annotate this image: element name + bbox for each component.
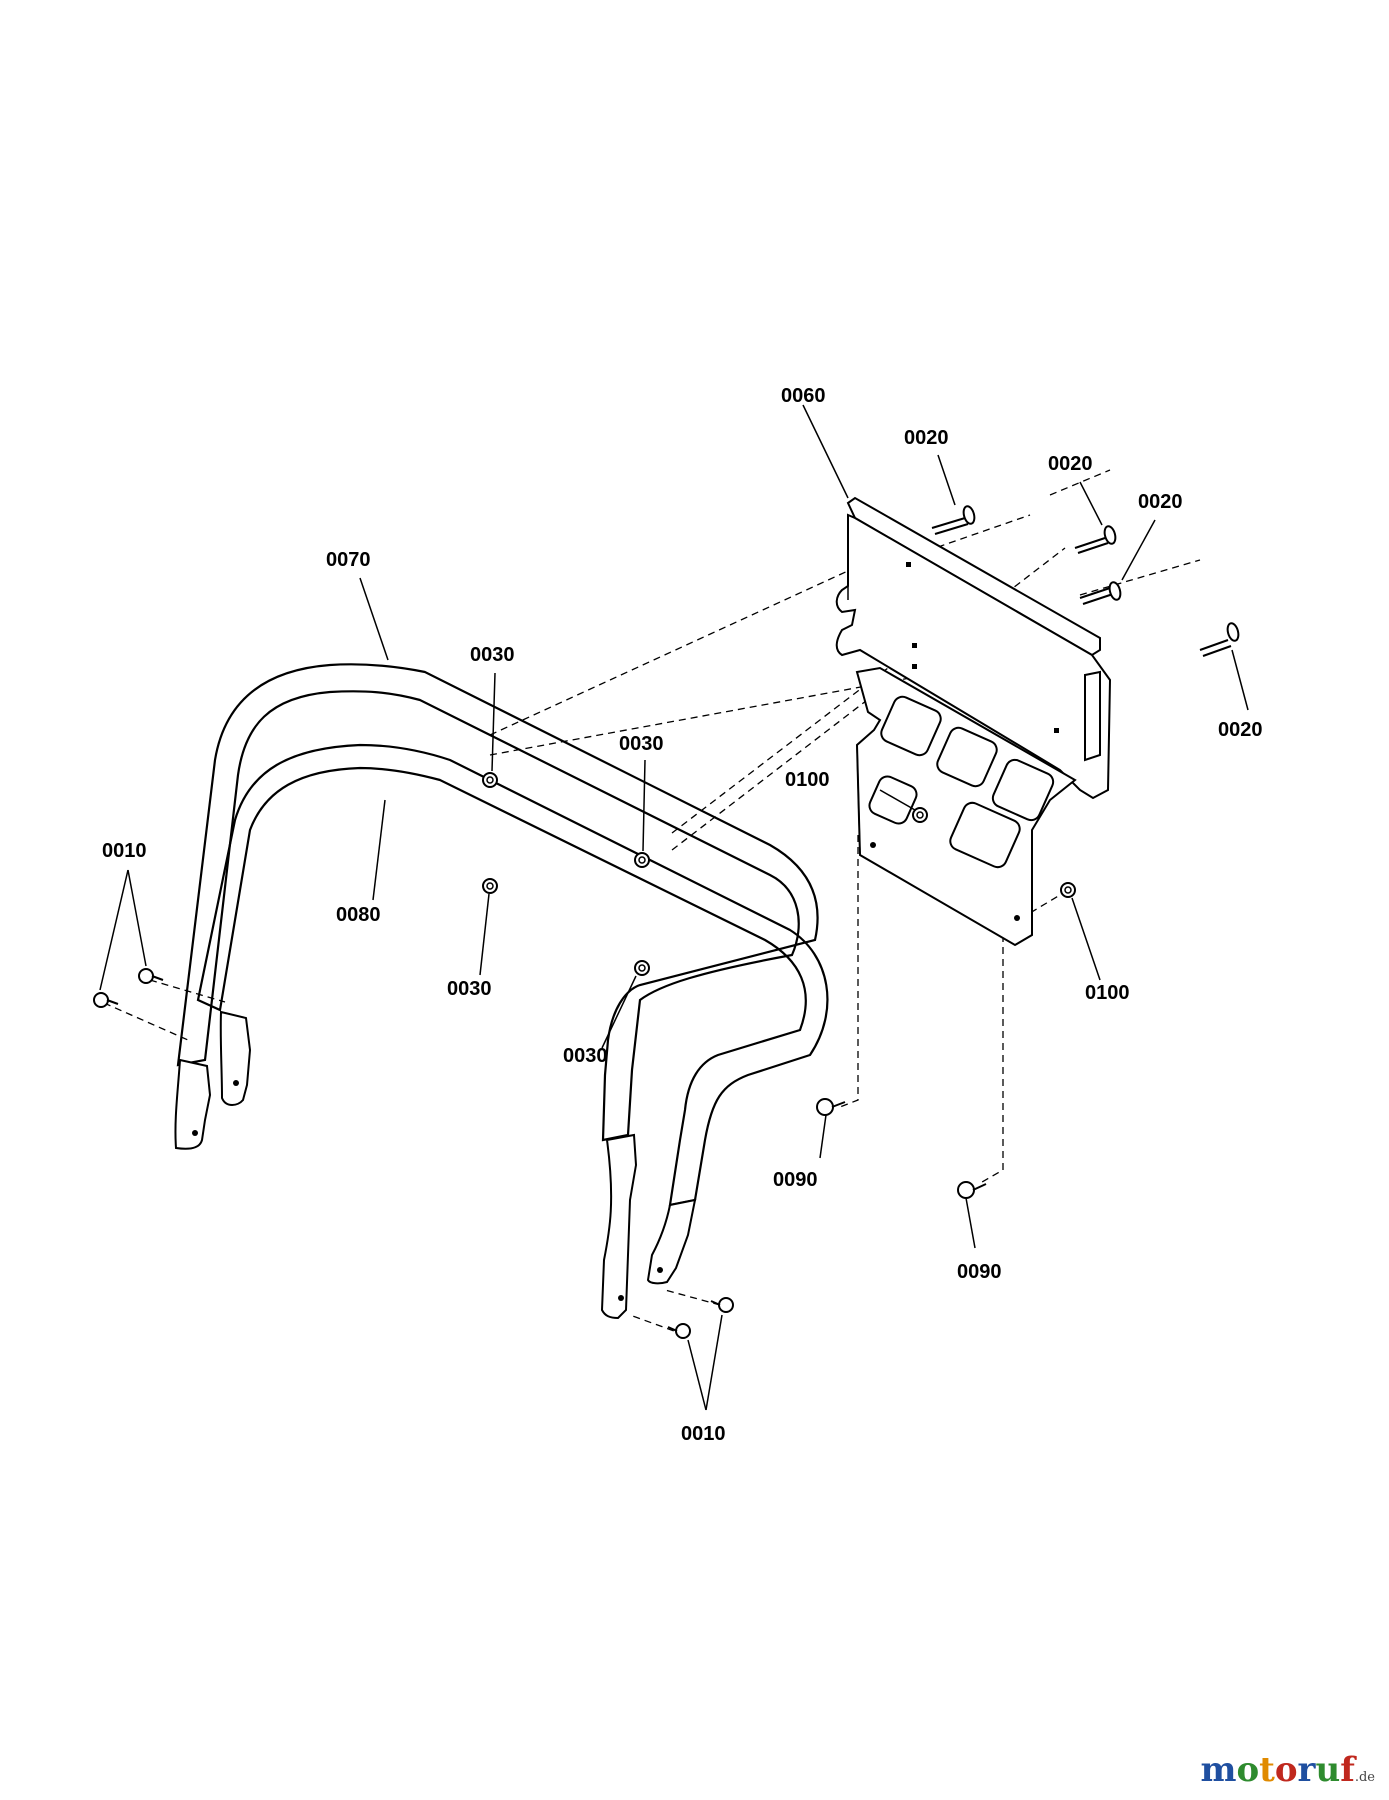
handle-tube-0070 <box>176 663 819 1142</box>
label-0010-a: 0010 <box>102 840 147 862</box>
part-labels: 0060 0020 0020 0020 0020 0070 0030 0030 … <box>102 385 1263 1445</box>
label-0090-a: 0090 <box>773 1169 818 1191</box>
label-0080: 0080 <box>336 904 381 926</box>
label-0100-a: 0100 <box>785 769 830 791</box>
bolt-0010-b <box>138 968 164 984</box>
bracket-plate <box>855 666 1077 947</box>
watermark-letter: t <box>1259 1750 1275 1790</box>
watermark-letter: u <box>1315 1750 1341 1790</box>
handle-feet <box>174 1010 697 1320</box>
watermark-letter: f <box>1340 1750 1355 1790</box>
watermark-text: motoruf <box>1200 1750 1354 1790</box>
watermark-letter: r <box>1297 1750 1316 1790</box>
bolt-0090-a <box>816 1098 846 1116</box>
bolt-0010-a <box>93 992 119 1008</box>
nut-0100-a <box>912 807 928 823</box>
label-0070: 0070 <box>326 549 371 571</box>
label-0100-b: 0100 <box>1085 982 1130 1004</box>
label-0030-d: 0030 <box>563 1045 608 1067</box>
label-0020-d: 0020 <box>1218 719 1263 741</box>
label-0060: 0060 <box>781 385 826 407</box>
nut-0030-d <box>634 960 650 976</box>
nut-0030-c <box>482 878 498 894</box>
label-0020-b: 0020 <box>1048 453 1093 475</box>
watermark-suffix: .de <box>1354 1770 1375 1785</box>
nut-0030-b <box>634 852 650 868</box>
label-0030-b: 0030 <box>619 733 664 755</box>
label-0030-a: 0030 <box>470 644 515 666</box>
bolt-0020-c <box>1079 581 1122 605</box>
watermark-logo: motoruf.de <box>1200 1750 1375 1790</box>
label-0030-c: 0030 <box>447 978 492 1000</box>
fasteners <box>93 505 1240 1339</box>
leader-lines <box>99 404 1249 1411</box>
bolt-0010-c <box>667 1323 691 1339</box>
bolt-0020-a <box>931 505 976 535</box>
bolt-0020-d <box>1199 622 1240 657</box>
watermark-letter: o <box>1274 1750 1298 1790</box>
bolt-0090-b <box>957 1181 987 1199</box>
label-0020-a: 0020 <box>904 427 949 449</box>
nut-0030-a <box>482 772 498 788</box>
label-0020-c: 0020 <box>1138 491 1183 513</box>
label-0090-b: 0090 <box>957 1261 1002 1283</box>
bolt-0010-d <box>710 1297 734 1313</box>
assembly-dashed-lines <box>103 469 1201 1336</box>
watermark-letter: o <box>1236 1750 1260 1790</box>
label-0010-b: 0010 <box>681 1423 726 1445</box>
handle-tube-0080 <box>196 743 829 1207</box>
watermark-letter: m <box>1200 1750 1237 1790</box>
nut-0100-b <box>1060 882 1076 898</box>
bolt-0020-b <box>1074 525 1117 554</box>
